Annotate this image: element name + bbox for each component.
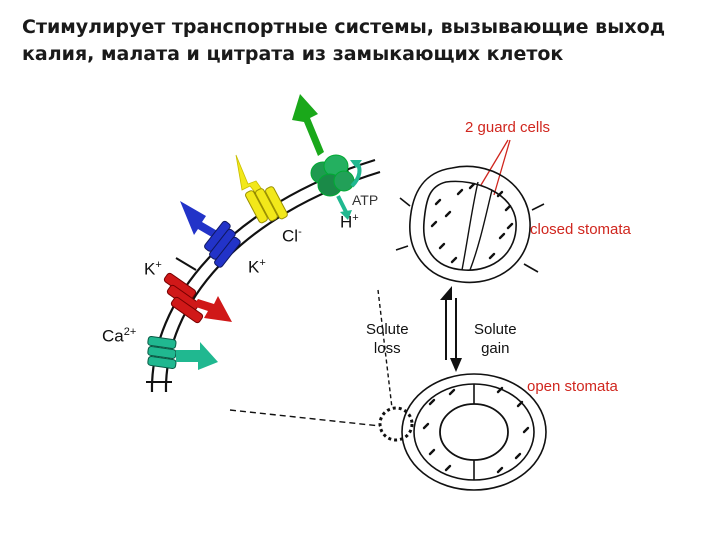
page-title: Стимулирует транспортные системы, вызыва… bbox=[22, 16, 666, 65]
cl-minus-base: Cl bbox=[282, 226, 299, 246]
red-arrow bbox=[193, 296, 232, 322]
zoom-line-bottom bbox=[229, 409, 381, 427]
solute-loss-line-2: loss bbox=[373, 340, 401, 357]
red-channel bbox=[163, 272, 204, 324]
solute-gain-line-1: Solute bbox=[474, 321, 517, 338]
ca-2plus-sup: 2+ bbox=[123, 326, 137, 338]
cl-minus-sup: - bbox=[298, 226, 302, 238]
yellow-channel bbox=[245, 186, 288, 224]
zoom-line-top bbox=[377, 289, 393, 409]
cl-minus-label: Cl- bbox=[282, 226, 302, 247]
h-arrow bbox=[336, 195, 348, 213]
k-plus-left-sup: + bbox=[155, 259, 162, 271]
ca-2plus-base: Ca bbox=[102, 326, 124, 346]
k-plus-left-label: K+ bbox=[144, 259, 162, 280]
solute-loss-line-1: Solute bbox=[366, 321, 409, 338]
zoom-circle bbox=[378, 406, 414, 442]
closed-stomata bbox=[395, 165, 545, 284]
teal-channel bbox=[147, 335, 177, 370]
transition-arrows bbox=[445, 298, 457, 360]
open-stomata-dots bbox=[422, 386, 530, 474]
k-plus-left-base: K bbox=[144, 259, 156, 279]
solute-gain-label: Solute gain bbox=[474, 320, 517, 358]
ca-2plus-label: Ca2+ bbox=[102, 326, 136, 347]
solute-gain-line-2: gain bbox=[481, 340, 510, 357]
k-plus-right-label: K+ bbox=[248, 257, 266, 278]
h-plus-label: H+ bbox=[340, 212, 359, 233]
closed-stomata-label: closed stomata bbox=[530, 221, 631, 238]
k-plus-right-sup: + bbox=[259, 257, 266, 269]
teal-arrow bbox=[176, 342, 218, 370]
atpase-pump bbox=[310, 154, 355, 197]
h-plus-base: H bbox=[340, 212, 353, 232]
guard-cells-label: 2 guard cells bbox=[465, 119, 551, 136]
open-stomata-label: open stomata bbox=[527, 378, 618, 395]
green-arrow bbox=[292, 94, 324, 156]
closed-stomata-dots bbox=[430, 182, 514, 264]
open-stomata bbox=[401, 373, 547, 491]
h-plus-sup: + bbox=[352, 212, 359, 224]
atp-label: ATP bbox=[352, 192, 379, 208]
guard-pointer-2 bbox=[493, 139, 511, 196]
solute-loss-label: Solute loss bbox=[366, 320, 409, 358]
blue-channel bbox=[204, 220, 241, 268]
k-plus-right-base: K bbox=[248, 257, 260, 277]
guard-pointer-1 bbox=[480, 139, 509, 186]
